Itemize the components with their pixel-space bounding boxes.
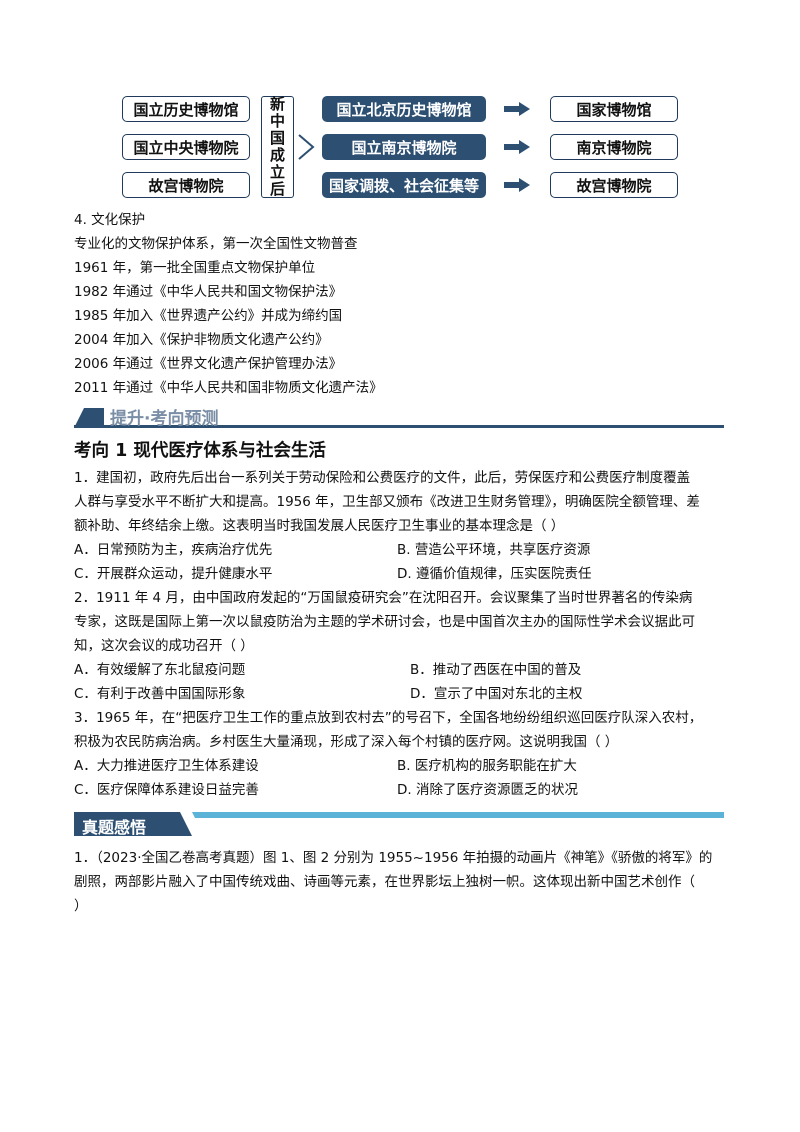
text-line: 2004 年加入《保护非物质文化遗产公约》 — [74, 332, 329, 348]
arrow-right-icon — [504, 140, 530, 154]
box-right-1: 国家博物馆 — [550, 96, 678, 122]
option-d[interactable]: D. 遵循价值规律，压实医院责任 — [397, 566, 592, 582]
option-b[interactable]: B．推动了西医在中国的普及 — [410, 662, 582, 678]
arrow-right-icon — [504, 102, 530, 116]
center-label-box: 新 中 国 成 立 后 — [261, 96, 294, 198]
box-left-3: 故宫博物院 — [122, 172, 250, 198]
text-line: 1961 年，第一批全国重点文物保护单位 — [74, 260, 316, 276]
question-line: 专家，这既是国际上第一次以鼠疫防治为主题的学术研讨会，也是中国首次主办的国际性学… — [74, 614, 695, 630]
center-char: 中 — [269, 112, 285, 130]
question-line: 3．1965 年，在“把医疗卫生工作的重点放到农村去”的号召下，全国各地纷纷组织… — [74, 710, 703, 726]
section-banner: 真题感悟 — [74, 808, 724, 837]
section-title: 4. 文化保护 — [74, 212, 146, 228]
option-a[interactable]: A．日常预防为主，疾病治疗优先 — [74, 542, 273, 558]
question-line: 2．1911 年 4 月，由中国政府发起的“万国鼠疫研究会”在沈阳召开。会议聚集… — [74, 590, 693, 606]
arrow-right-icon — [504, 178, 530, 192]
topic-title: 考向 1 现代医疗体系与社会生活 — [74, 441, 326, 461]
option-c[interactable]: C．医疗保障体系建设日益完善 — [74, 782, 259, 798]
option-a[interactable]: A．有效缓解了东北鼠疫问题 — [74, 662, 246, 678]
center-char: 成 — [269, 146, 285, 164]
question-line: 人群与享受水平不断扩大和提高。1956 年，卫生部又颁布《改进卫生财务管理》，明… — [74, 494, 700, 510]
box-right-3: 故宫博物院 — [550, 172, 678, 198]
box-right-2: 南京博物院 — [550, 134, 678, 160]
text-line: 2011 年通过《中华人民共和国非物质文化遗产法》 — [74, 380, 383, 396]
box-middle-3: 国家调拨、社会征集等 — [322, 172, 486, 198]
text-line: 1985 年加入《世界遗产公约》并成为缔约国 — [74, 308, 343, 324]
option-a[interactable]: A．大力推进医疗卫生体系建设 — [74, 758, 259, 774]
center-char: 国 — [269, 129, 285, 147]
text-line: 2006 年通过《世界文化遗产保护管理办法》 — [74, 356, 343, 372]
section-banner: 提升·考向预测 — [74, 404, 724, 429]
option-c[interactable]: C．有利于改善中国国际形象 — [74, 686, 246, 702]
option-b[interactable]: B. 医疗机构的服务职能在扩大 — [397, 758, 577, 774]
center-char: 后 — [269, 180, 285, 198]
question-line: ） — [74, 898, 88, 914]
question-line: 额补助、年终结余上缴。这表明当时我国发展人民医疗卫生事业的基本理念是（ ） — [74, 518, 565, 534]
question-line: 剧照，两部影片融入了中国传统戏曲、诗画等元素，在世界影坛上独树一帜。这体现出新中… — [74, 874, 695, 890]
text-line: 1982 年通过《中华人民共和国文物保护法》 — [74, 284, 343, 300]
center-char: 立 — [269, 163, 285, 181]
box-left-1: 国立历史博物馆 — [122, 96, 250, 122]
box-middle-2: 国立南京博物院 — [322, 134, 486, 160]
banner-title: 提升·考向预测 — [110, 409, 219, 429]
banner-shape — [74, 408, 724, 428]
option-c[interactable]: C．开展群众运动，提升健康水平 — [74, 566, 273, 582]
banner-title: 真题感悟 — [82, 818, 147, 837]
text-line: 专业化的文物保护体系，第一次全国性文物普查 — [74, 236, 358, 252]
box-middle-1: 国立北京历史博物馆 — [322, 96, 486, 122]
question-line: 积极为农民防病治病。乡村医生大量涌现，形成了深入每个村镇的医疗网。这说明我国（ … — [74, 734, 619, 750]
option-d[interactable]: D．宣示了中国对东北的主权 — [410, 686, 583, 702]
option-d[interactable]: D. 消除了医疗资源匮乏的状况 — [397, 782, 578, 798]
banner-shape — [74, 812, 724, 836]
chevron-right-icon — [298, 134, 315, 160]
question-line: 1．（2023·全国乙卷高考真题）图 1、图 2 分别为 1955~1956 年… — [74, 850, 713, 866]
center-char: 新 — [269, 95, 285, 113]
option-b[interactable]: B. 营造公平环境，共享医疗资源 — [397, 542, 591, 558]
box-left-2: 国立中央博物院 — [122, 134, 250, 160]
question-line: 知，这次会议的成功召开（ ） — [74, 638, 254, 654]
question-line: 1．建国初，政府先后出台一系列关于劳动保险和公费医疗的文件，此后，劳保医疗和公费… — [74, 470, 691, 486]
